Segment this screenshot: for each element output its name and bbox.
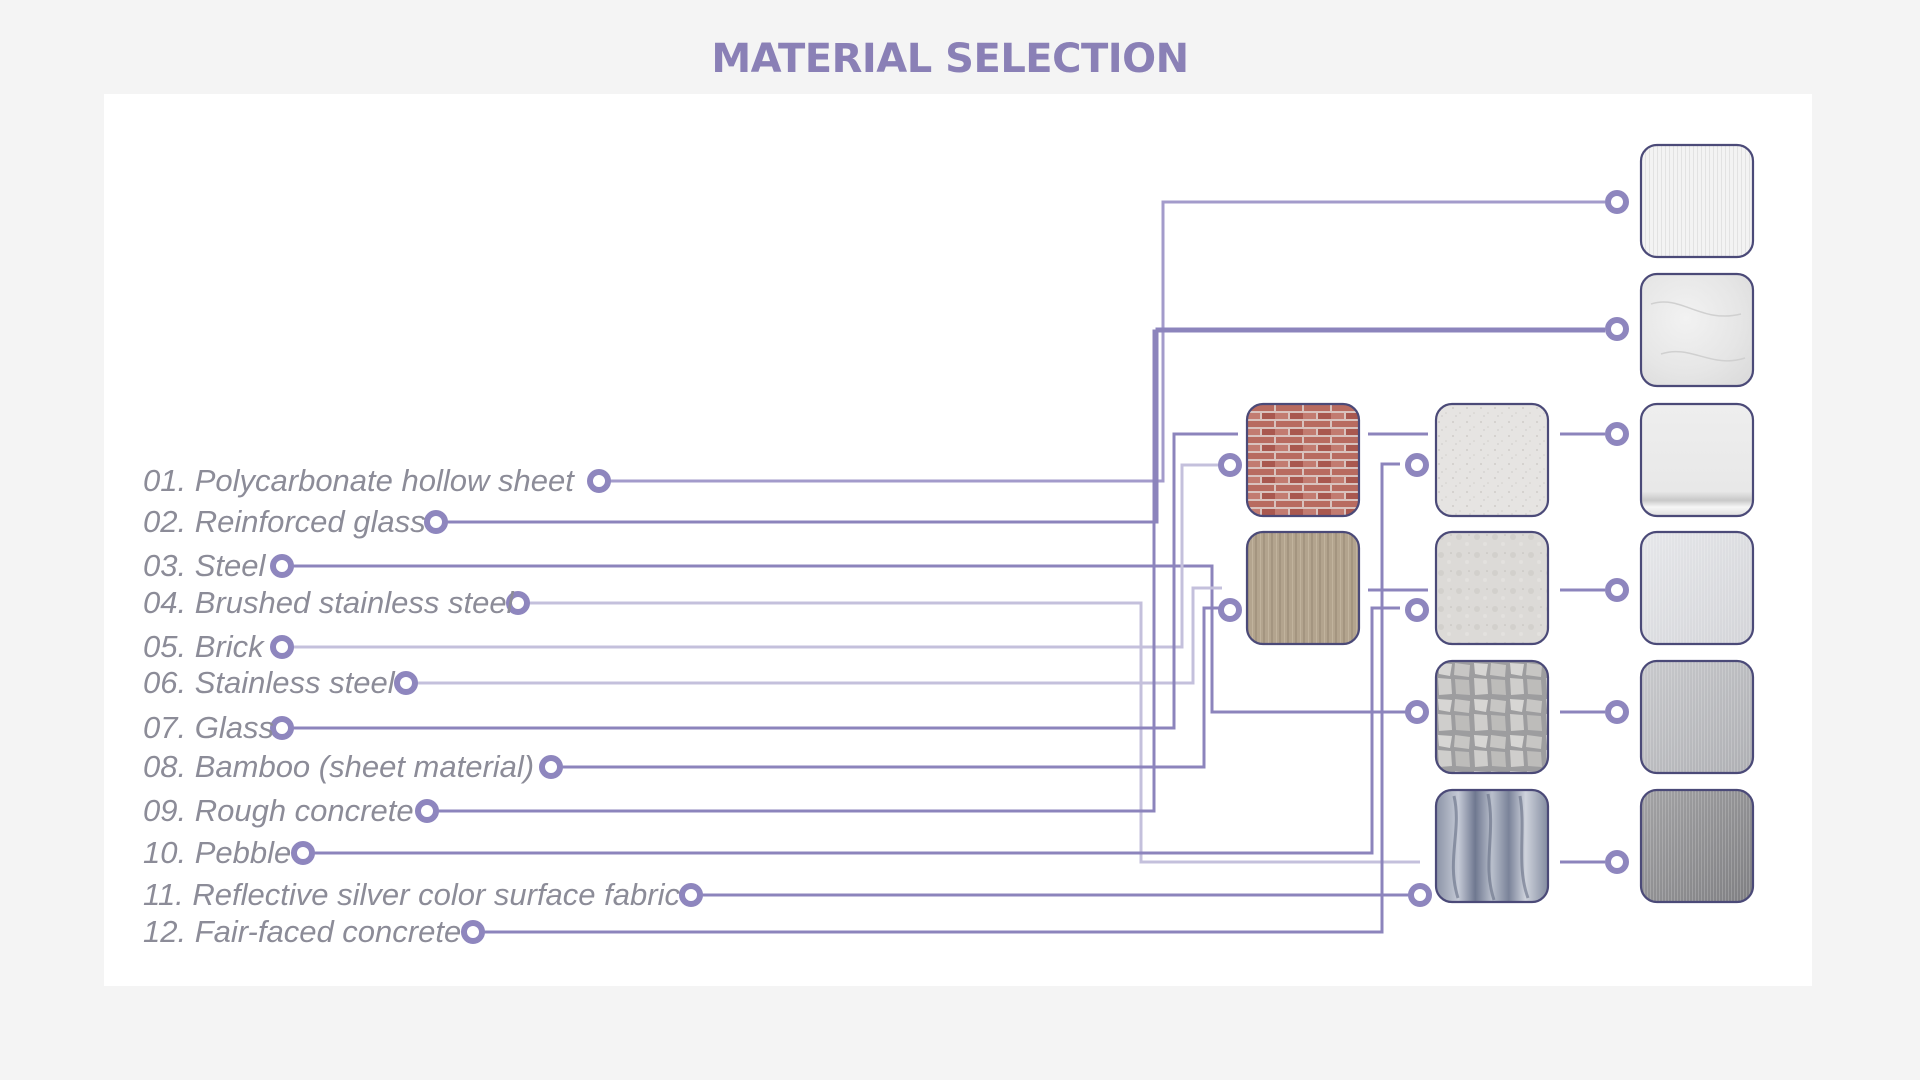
junction-node <box>1605 317 1629 341</box>
connector-line <box>608 200 1605 483</box>
material-node <box>539 755 563 779</box>
junction-node <box>1405 598 1429 622</box>
junction-node <box>1605 578 1629 602</box>
reinforced-glass-swatch <box>1639 272 1755 388</box>
connector-nodes <box>270 190 1629 944</box>
material-node <box>424 510 448 534</box>
connector-line <box>482 462 1400 934</box>
connector-line <box>527 601 1420 864</box>
junction-node <box>1605 700 1629 724</box>
connector-line <box>312 606 1400 855</box>
material-node <box>506 591 530 615</box>
rough-concrete-swatch <box>1434 402 1550 518</box>
material-node <box>270 635 294 659</box>
junction-node <box>1405 700 1429 724</box>
fair-faced-concrete-swatch <box>1434 530 1550 646</box>
connector-line <box>291 463 1222 649</box>
junction-node <box>1408 883 1432 907</box>
swatch-grid <box>1245 143 1755 904</box>
junction-node <box>1605 850 1629 874</box>
bamboo-swatch <box>1245 530 1361 646</box>
material-node <box>587 469 611 493</box>
reflective-fabric-swatch <box>1434 788 1550 904</box>
pebble-swatch <box>1434 659 1550 775</box>
brick-swatch <box>1245 402 1361 518</box>
stainless-steel-swatch <box>1639 530 1755 646</box>
junction-node <box>1218 598 1242 622</box>
connector-line <box>415 586 1222 685</box>
material-node <box>270 554 294 578</box>
junction-node <box>1605 422 1629 446</box>
polycarbonate-swatch <box>1639 143 1755 259</box>
junction-node <box>1218 453 1242 477</box>
connector-line <box>291 432 1238 730</box>
junction-node <box>1605 190 1629 214</box>
material-node <box>461 920 485 944</box>
connector-line <box>445 327 1605 524</box>
material-node <box>270 716 294 740</box>
brushed-stainless-steel-swatch <box>1639 659 1755 775</box>
connector-wires <box>291 200 1605 934</box>
material-node <box>679 883 703 907</box>
material-node <box>394 671 418 695</box>
material-node <box>415 799 439 823</box>
steel-swatch <box>1639 788 1755 904</box>
junction-node <box>1405 453 1429 477</box>
page-title: MATERIAL SELECTION <box>711 36 1189 82</box>
connector-line <box>560 606 1222 769</box>
connector-line <box>291 564 1410 714</box>
glass-swatch <box>1639 402 1755 518</box>
connector-line <box>436 329 1605 813</box>
material-node <box>291 841 315 865</box>
